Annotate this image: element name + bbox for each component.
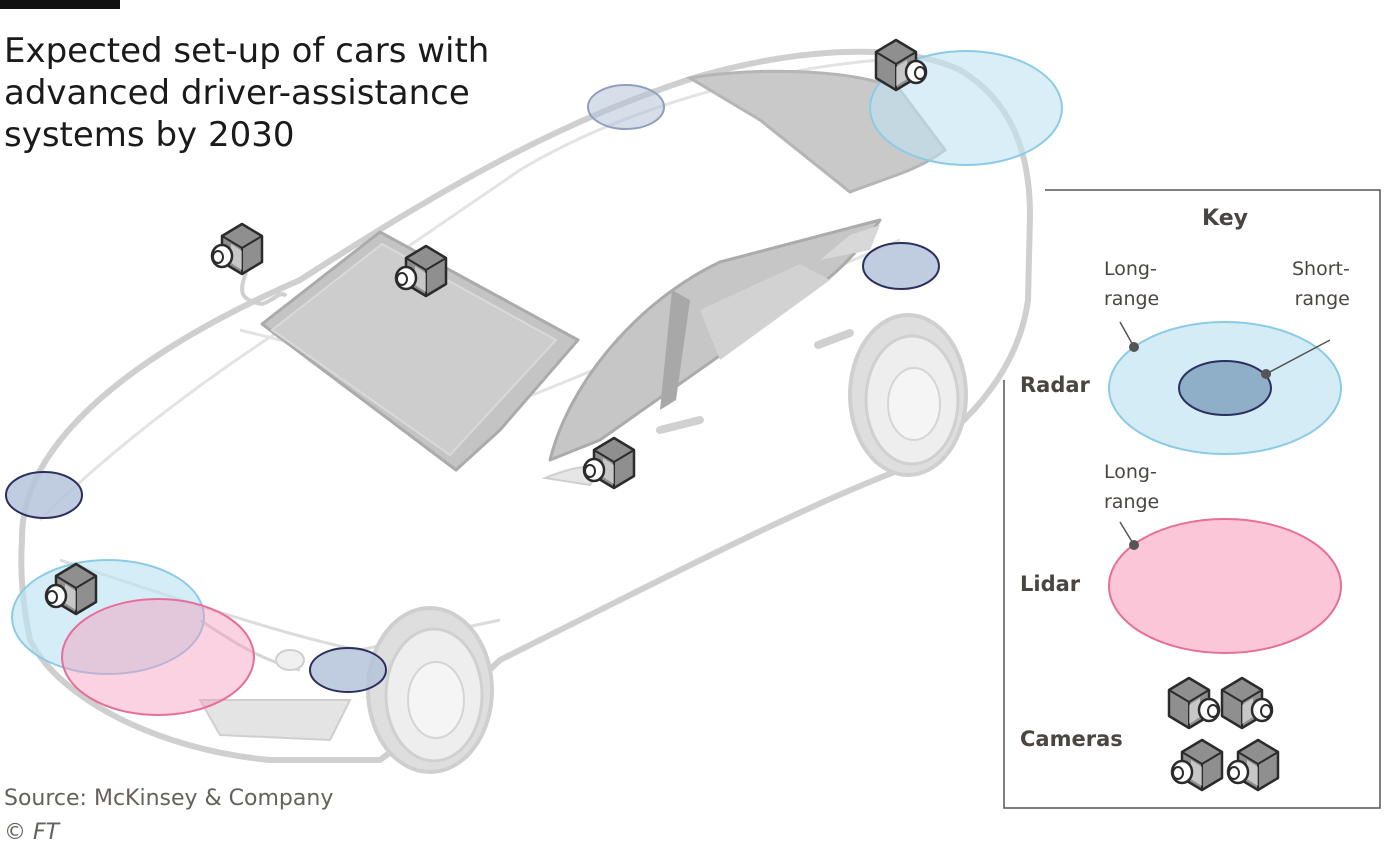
radar-short-range-rear-side xyxy=(862,242,940,290)
radar-short-range-front-left xyxy=(5,471,83,519)
copyright-note: © FT xyxy=(4,820,60,845)
diagram-title: Expected set-up of cars with advanced dr… xyxy=(4,31,490,155)
camera-icon xyxy=(1170,738,1224,792)
radar-long-range-label: Long- range xyxy=(1104,258,1160,310)
lidar-long-range-front xyxy=(61,598,255,716)
camera-icon xyxy=(874,38,928,92)
key-cameras-label: Cameras xyxy=(1020,727,1123,751)
key-title: Key xyxy=(1202,206,1248,231)
top-accent-bar xyxy=(0,0,120,9)
key-radar-label: Radar xyxy=(1020,373,1090,397)
front-wheel xyxy=(366,606,494,774)
camera-icon xyxy=(1226,738,1280,792)
key-lidar-long-range xyxy=(1108,518,1342,654)
camera-icon xyxy=(210,222,264,276)
key-box xyxy=(1003,189,1381,809)
radar-short-range-front-right xyxy=(309,647,387,693)
source-note: Source: McKinsey & Company xyxy=(4,786,334,811)
camera-icon xyxy=(1220,676,1274,730)
camera-icon xyxy=(1167,676,1221,730)
radar-short-range-roof xyxy=(587,84,665,130)
key-lidar-label: Lidar xyxy=(1020,572,1081,596)
rear-wheel xyxy=(848,313,968,477)
radar-short-range-label: Short- range xyxy=(1292,258,1350,310)
lidar-long-range-label: Long- range xyxy=(1104,461,1160,513)
key-radar-short-range xyxy=(1178,360,1272,416)
